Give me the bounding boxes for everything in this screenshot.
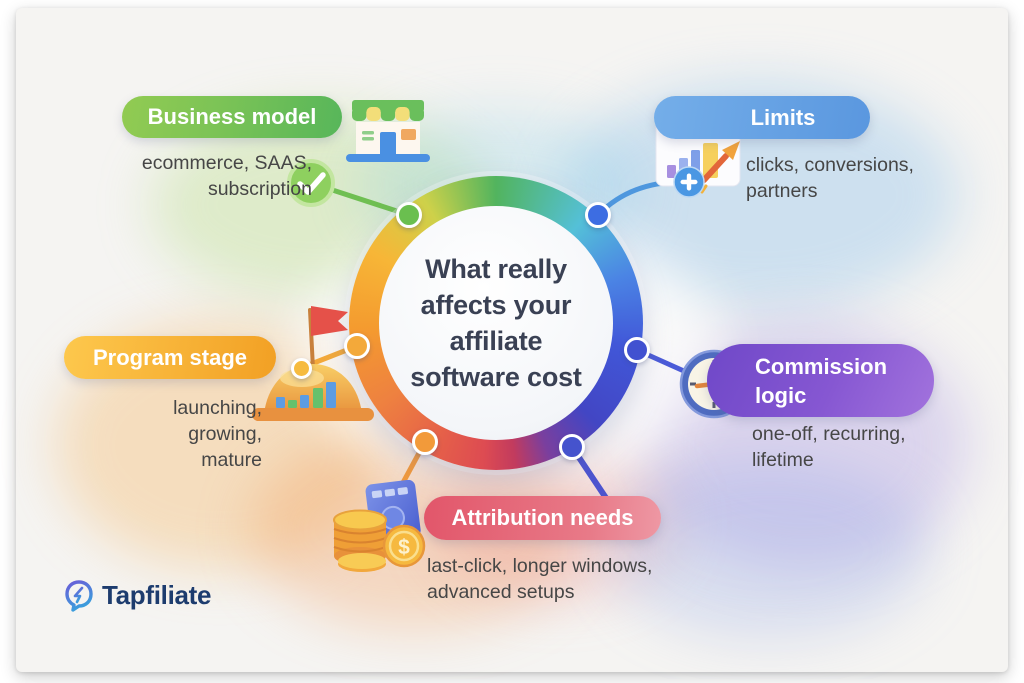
plus-icon [673, 166, 705, 198]
tapfiliate-logo-text: Tapfiliate [102, 579, 212, 610]
pill-label: Business model [147, 104, 317, 129]
flag-node [291, 358, 312, 379]
details-attribution-needs: last-click, longer windows, advanced set… [427, 555, 653, 603]
pill-commission-logic: Commission logic [707, 344, 934, 417]
check-icon [287, 159, 335, 207]
details-commission-logic: one-off, recurring, lifetime [752, 423, 906, 471]
details-business-model: ecommerce, SAAS, subscription [141, 152, 312, 200]
pill-attribution-needs: Attribution needs [424, 496, 661, 540]
pill-limits: Limits [654, 96, 870, 139]
ring-node-attribution-coins [412, 429, 438, 455]
center-title-line: affects your [420, 290, 572, 320]
coins-icon: $ [333, 480, 426, 572]
ring-node-commission-logic [624, 337, 650, 363]
pill-label: Program stage [92, 344, 248, 370]
pill-program-stage: Program stage [64, 336, 276, 379]
tapfiliate-logo: Tapfiliate [62, 578, 212, 612]
watercolor-blob [610, 460, 930, 640]
center-title-line: software cost [410, 362, 582, 392]
center-circle: What really affects your affiliate softw… [379, 206, 613, 440]
pill-label: Commission logic [755, 353, 888, 408]
tapfiliate-logo-icon [65, 580, 93, 612]
svg-text:$: $ [398, 536, 410, 559]
ring-node-attribution-needs [559, 434, 585, 460]
details-program-stage: launching, growing, mature [173, 397, 262, 471]
center-title-line: What really [425, 254, 567, 284]
ring-node-program-stage [344, 333, 370, 359]
ring-node-business-model [396, 202, 422, 228]
pill-business-model: Business model [122, 96, 342, 138]
details-limits: clicks, conversions, partners [746, 154, 914, 202]
pill-label: Attribution needs [451, 505, 634, 530]
milestone-flag-icon [252, 306, 374, 421]
ring-node-limits [585, 202, 611, 228]
storefront-icon [346, 100, 430, 162]
pill-label: Limits [750, 104, 816, 130]
center-title-line: affiliate [449, 326, 543, 356]
